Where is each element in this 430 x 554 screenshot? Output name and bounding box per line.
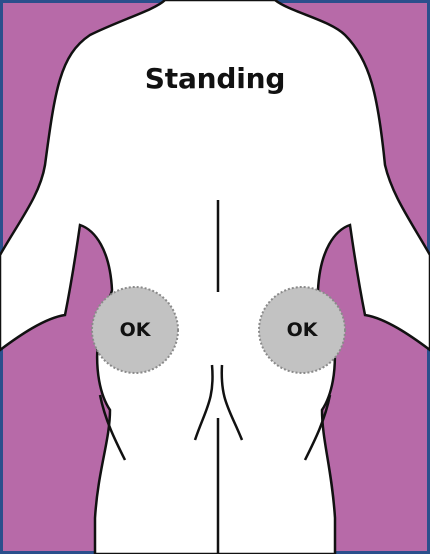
marker-label-right: OK [259,287,345,373]
diagram-title: Standing [0,62,430,95]
marker-label-left: OK [92,287,178,373]
